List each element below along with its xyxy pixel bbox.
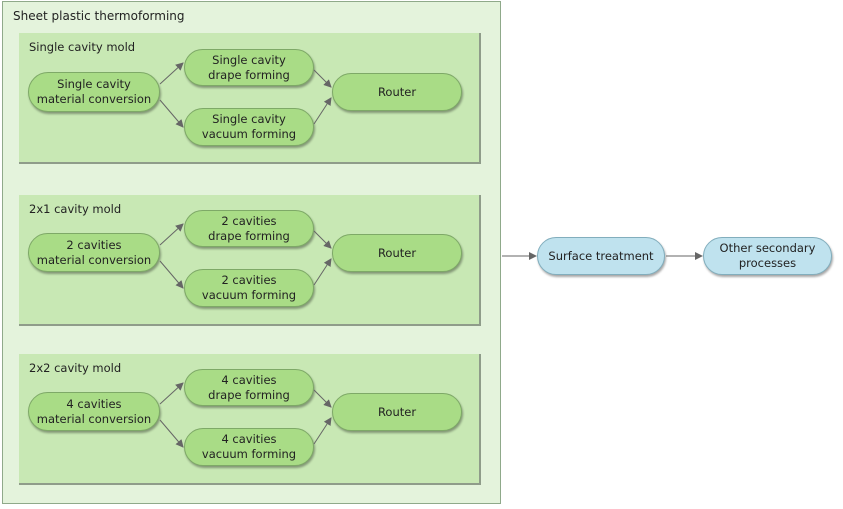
conversion-node[interactable]: 2 cavities material conversion xyxy=(28,233,160,272)
conversion-node[interactable]: Single cavity material conversion xyxy=(28,72,160,112)
group-title: 2x2 cavity mold xyxy=(29,361,122,375)
group-title: 2x1 cavity mold xyxy=(29,202,122,216)
router-node[interactable]: Router xyxy=(332,393,462,431)
drape-forming-node[interactable]: 4 cavities drape forming xyxy=(184,369,314,406)
surface-treatment-node[interactable]: Surface treatment xyxy=(537,237,665,275)
container-title: Sheet plastic thermoforming xyxy=(13,9,185,23)
group-title: Single cavity mold xyxy=(29,40,136,54)
other-secondary-processes-node[interactable]: Other secondary processes xyxy=(703,237,832,275)
drape-forming-node[interactable]: Single cavity drape forming xyxy=(184,49,314,86)
vacuum-forming-node[interactable]: 4 cavities vacuum forming xyxy=(184,428,314,466)
router-node[interactable]: Router xyxy=(332,73,462,111)
router-node[interactable]: Router xyxy=(332,234,462,272)
conversion-node[interactable]: 4 cavities material conversion xyxy=(28,392,160,431)
drape-forming-node[interactable]: 2 cavities drape forming xyxy=(184,210,314,247)
vacuum-forming-node[interactable]: 2 cavities vacuum forming xyxy=(184,269,314,307)
vacuum-forming-node[interactable]: Single cavity vacuum forming xyxy=(184,108,314,146)
